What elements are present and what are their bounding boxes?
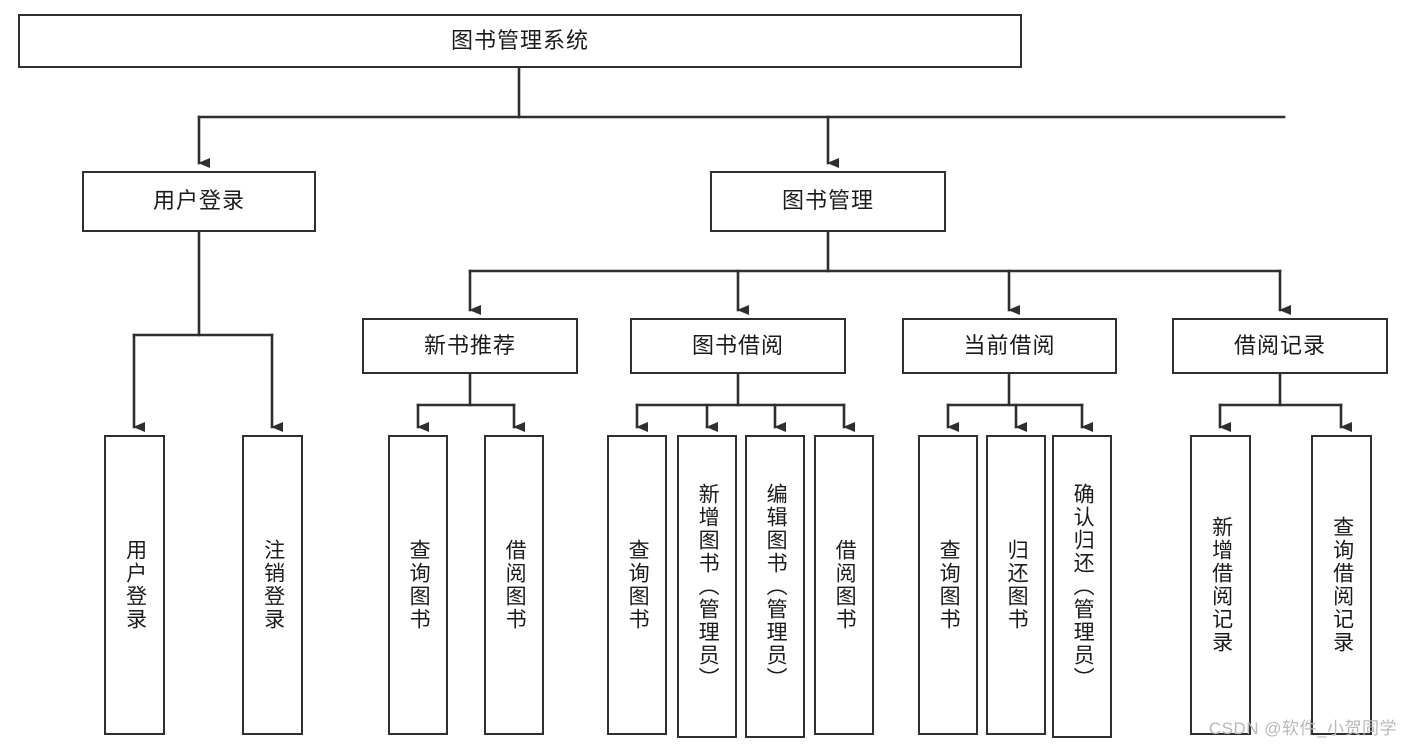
leaf-current-confirm-return-admin-label: 确认归还（管理员） <box>1071 483 1095 690</box>
node-root[interactable]: 图书管理系统 <box>18 14 1022 68</box>
node-borrow-records-label: 借阅记录 <box>1233 332 1326 358</box>
leaf-current-return-books[interactable]: 归还图书 <box>986 435 1046 735</box>
leaf-records-query-record[interactable]: 查询借阅记录 <box>1311 435 1372 735</box>
node-book-borrow-label: 图书借阅 <box>691 332 784 358</box>
leaf-borrow-lend-books-label: 借阅图书 <box>833 539 857 631</box>
node-book-borrow[interactable]: 图书借阅 <box>630 318 846 374</box>
csdn-watermark: CSDN @软件_小贺同学 <box>1208 719 1397 738</box>
leaf-records-add-record[interactable]: 新增借阅记录 <box>1190 435 1251 735</box>
leaf-newbook-borrow-books[interactable]: 借阅图书 <box>484 435 544 735</box>
node-new-book-recommend[interactable]: 新书推荐 <box>362 318 578 374</box>
leaf-newbook-query-books[interactable]: 查询图书 <box>388 435 448 735</box>
leaf-current-return-books-label: 归还图书 <box>1005 539 1029 631</box>
node-user-login-label: 用户登录 <box>152 188 245 214</box>
leaf-borrow-add-book-admin[interactable]: 新增图书（管理员） <box>677 435 737 738</box>
leaf-current-query-books-label: 查询图书 <box>937 539 961 631</box>
node-borrow-records[interactable]: 借阅记录 <box>1172 318 1388 374</box>
leaf-borrow-add-book-admin-label: 新增图书（管理员） <box>696 483 720 690</box>
node-book-management-label: 图书管理 <box>781 188 874 214</box>
leaf-user-login-label: 用户登录 <box>123 539 147 631</box>
leaf-user-logout[interactable]: 注销登录 <box>242 435 303 735</box>
node-root-label: 图书管理系统 <box>450 27 589 53</box>
leaf-current-query-books[interactable]: 查询图书 <box>918 435 978 735</box>
node-book-management[interactable]: 图书管理 <box>710 171 946 232</box>
leaf-borrow-query-books[interactable]: 查询图书 <box>607 435 667 735</box>
leaf-newbook-query-books-label: 查询图书 <box>407 539 431 631</box>
leaf-borrow-query-books-label: 查询图书 <box>626 539 650 631</box>
leaf-user-logout-label: 注销登录 <box>261 539 285 631</box>
leaf-current-confirm-return-admin[interactable]: 确认归还（管理员） <box>1052 435 1112 738</box>
node-current-borrow-label: 当前借阅 <box>963 332 1056 358</box>
node-new-book-recommend-label: 新书推荐 <box>423 332 516 358</box>
node-user-login[interactable]: 用户登录 <box>82 171 316 232</box>
leaf-records-add-record-label: 新增借阅记录 <box>1209 516 1233 654</box>
leaf-user-login[interactable]: 用户登录 <box>104 435 165 735</box>
node-current-borrow[interactable]: 当前借阅 <box>902 318 1117 374</box>
leaf-borrow-edit-book-admin[interactable]: 编辑图书（管理员） <box>745 435 805 738</box>
leaf-records-query-record-label: 查询借阅记录 <box>1330 516 1354 654</box>
leaf-borrow-lend-books[interactable]: 借阅图书 <box>814 435 874 735</box>
leaf-borrow-edit-book-admin-label: 编辑图书（管理员） <box>764 483 788 690</box>
leaf-newbook-borrow-books-label: 借阅图书 <box>503 539 527 631</box>
